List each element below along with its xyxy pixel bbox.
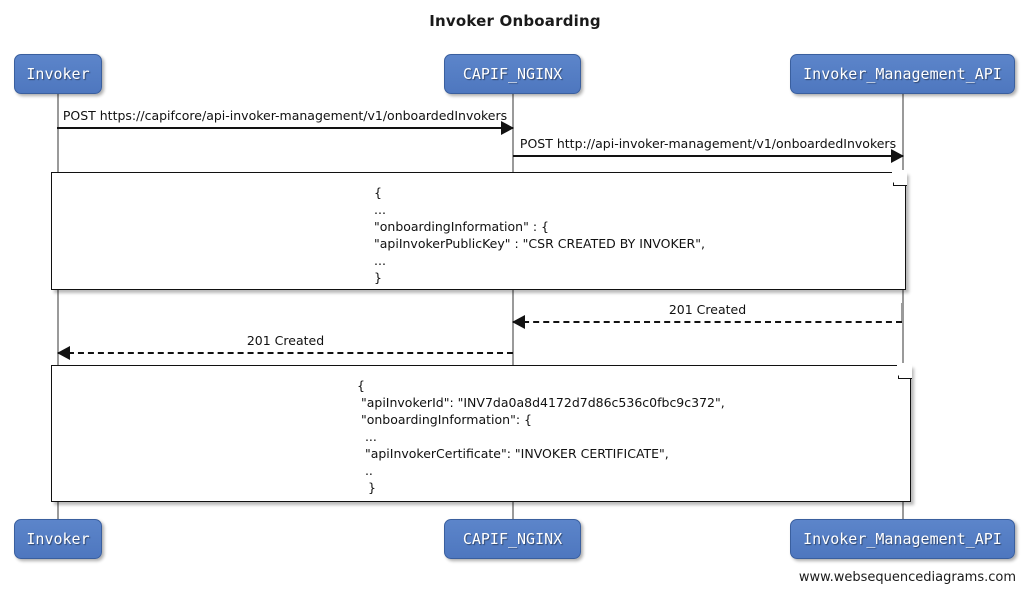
actor-box-invoker-management-api-top[interactable]: Invoker_Management_API [790,54,1015,94]
note-line: "apiInvokerCertificate": "INVOKER CERTIF… [357,446,669,461]
note-line: ... [357,429,377,444]
note-response-body-text: { "apiInvokerId": "INV7da0a8d4172d7d86c5… [357,377,725,496]
arrow-head-right-icon [891,149,904,163]
message-1-stub-right [512,109,513,129]
note-line: } [374,270,382,285]
lifeline-invoker [57,93,59,519]
actor-label-invoker-management-api-top: Invoker_Management_API [803,65,1002,83]
actor-box-capif-nginx-bottom[interactable]: CAPIF_NGINX [444,519,581,559]
arrow-head-right-icon [501,121,514,135]
lifeline-invoker-management-api [902,93,904,519]
message-4-stub-left [58,334,59,354]
message-1-stub-left [57,109,58,129]
message-2-label: POST http://api-invoker-management/v1/on… [519,136,897,151]
arrow-head-left-icon [57,346,70,360]
note-line: "apiInvokerId": "INV7da0a8d4172d7d86c536… [357,395,725,410]
note-line: { [374,185,382,200]
message-2-stub-right [902,137,903,157]
message-3-line [513,321,902,323]
footer-credit: www.websequencediagrams.com [798,570,1016,585]
message-3-stub-left [513,303,514,323]
message-1-label: POST https://capifcore/api-invoker-manag… [62,108,508,123]
actor-label-capif-nginx-bottom: CAPIF_NGINX [462,530,563,548]
message-4-stub-right [512,334,513,354]
message-3-stub-right [901,303,902,323]
actor-box-capif-nginx-top[interactable]: CAPIF_NGINX [444,54,581,94]
note-line: "onboardingInformation": { [357,412,532,427]
actor-box-invoker-bottom[interactable]: Invoker [14,519,102,559]
arrow-head-left-icon [512,315,525,329]
message-1-line [57,127,513,129]
note-fold-corner-icon [892,170,907,186]
note-line: ... [374,253,386,268]
note-line: "apiInvokerPublicKey" : "CSR CREATED BY … [374,236,705,251]
message-2-stub-left [513,137,514,157]
note-line: .. [357,463,373,478]
page-title: Invoker Onboarding [429,12,601,30]
message-3-label: 201 Created [668,302,747,317]
actor-label-invoker-top: Invoker [26,65,90,83]
note-line: ... [374,202,386,217]
note-request-body-text: { ... "onboardingInformation" : { "apiIn… [374,184,705,286]
actor-label-capif-nginx-top: CAPIF_NGINX [462,65,563,83]
message-4-label: 201 Created [246,333,325,348]
actor-box-invoker-top[interactable]: Invoker [14,54,102,94]
note-line: } [368,480,376,495]
note-line: "onboardingInformation" : { [374,219,549,234]
actor-label-invoker-management-api-bottom: Invoker_Management_API [803,530,1002,548]
note-fold-corner-icon [897,363,912,379]
note-line: { [357,378,365,393]
message-4-line [58,352,513,354]
note-request-body: { ... "onboardingInformation" : { "apiIn… [51,170,907,290]
note-response-body: { "apiInvokerId": "INV7da0a8d4172d7d86c5… [51,363,912,502]
actor-box-invoker-management-api-bottom[interactable]: Invoker_Management_API [790,519,1015,559]
actor-label-invoker-bottom: Invoker [26,530,90,548]
message-2-line [513,155,903,157]
